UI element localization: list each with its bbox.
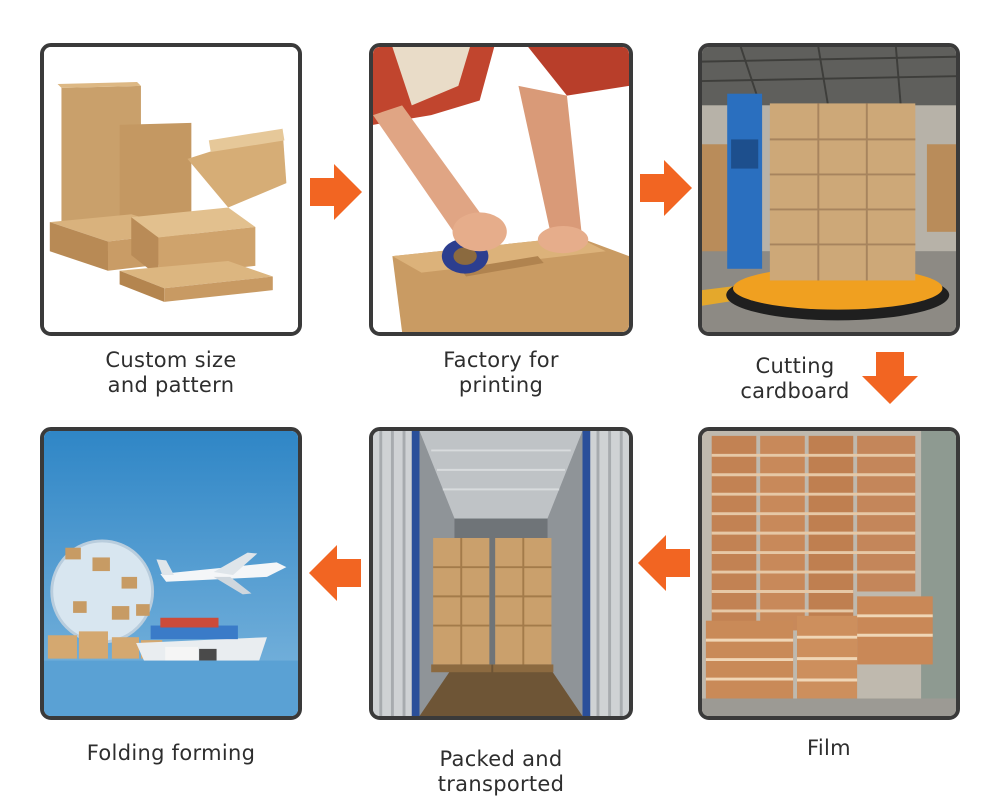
step-1-caption: Custom size and pattern xyxy=(105,348,237,397)
arrow-left-2-icon xyxy=(309,545,361,601)
step-4-image-stacked-cartons xyxy=(698,427,960,720)
arrow-right-1-icon xyxy=(310,164,362,220)
step-3-image-pallet-wrapping xyxy=(698,43,960,336)
step-5-image-container-pallets xyxy=(369,427,633,720)
step-1-image-kraft-boxes xyxy=(40,43,302,336)
step-6-caption: Folding forming xyxy=(86,741,256,765)
arrow-down-icon xyxy=(862,352,918,404)
step-2-caption: Factory for printing xyxy=(443,348,559,397)
arrow-right-2-icon xyxy=(640,160,692,216)
arrow-left-1-icon xyxy=(638,535,690,591)
step-3-caption: Cutting cardboard xyxy=(740,354,850,403)
step-2-image-taping-box xyxy=(369,43,633,336)
step-4-caption: Film xyxy=(807,736,851,760)
step-6-image-global-shipping xyxy=(40,427,302,720)
step-5-caption: Packed and transported xyxy=(437,747,565,796)
